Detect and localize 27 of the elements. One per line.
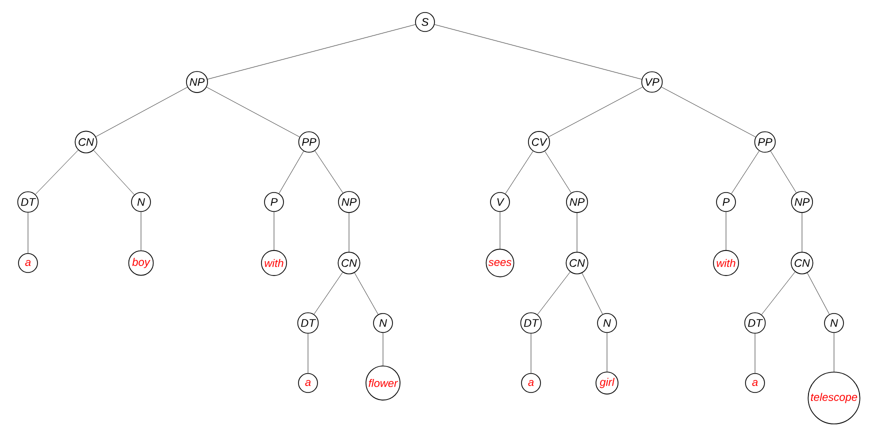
tree-line [537, 272, 570, 315]
tree-line [434, 24, 642, 80]
tree-line [761, 272, 796, 315]
tree-line [576, 212, 578, 252]
tree-line [348, 212, 350, 252]
tree-line [35, 150, 78, 195]
tree-line [807, 272, 830, 314]
tree-line [314, 150, 344, 194]
tree-line [731, 150, 760, 194]
tree-line [278, 151, 304, 194]
tree-line [548, 86, 643, 138]
tree-line [505, 151, 534, 194]
tree-line [96, 87, 188, 137]
tree-line [140, 212, 142, 251]
tree-line [354, 272, 378, 315]
tree-line [382, 332, 384, 366]
tree-line [530, 333, 532, 374]
tree-line [206, 86, 300, 138]
tree-line [93, 150, 135, 195]
tree-line [207, 24, 416, 80]
tree-line [582, 272, 603, 314]
tree-line [314, 272, 343, 314]
tree-line [661, 86, 756, 138]
tree-line [544, 151, 572, 193]
tree-line [754, 333, 756, 374]
tree-line [606, 332, 608, 372]
tree-line [770, 150, 796, 193]
